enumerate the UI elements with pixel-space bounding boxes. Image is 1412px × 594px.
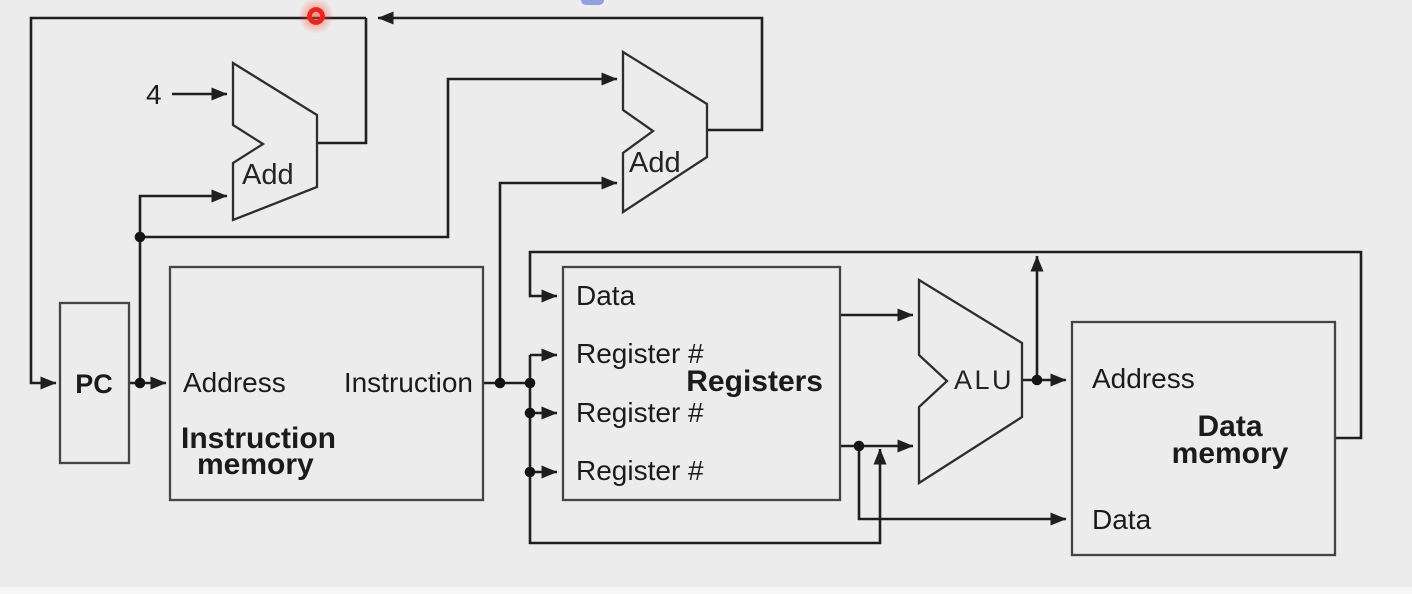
junction-dot	[524, 407, 536, 419]
instruction-memory-title-line2: memory	[197, 448, 314, 481]
registers-data-port-label: Data	[576, 280, 636, 311]
registers-box	[561, 265, 842, 502]
wire-store-data-to-data-memory	[857, 446, 1067, 526]
registers-register-port-label-2: Register #	[576, 397, 704, 428]
pc-label: PC	[75, 369, 113, 399]
laser-pointer-ring	[307, 7, 325, 25]
cursor-artifact	[581, 0, 604, 5]
wire-instruction-to-add2	[498, 176, 618, 383]
adder-pc-plus4-label: Add	[242, 159, 294, 191]
registers-register-port-label-1: Register #	[576, 338, 704, 369]
junction-dot	[524, 466, 536, 478]
wire-immediate-to-alu	[528, 355, 887, 545]
registers-register-port-label-3: Register #	[576, 455, 704, 486]
constant-four-label: 4	[146, 79, 162, 110]
data-memory-address-port-label: Address	[1092, 363, 1195, 394]
alu-label: ALU	[954, 365, 1014, 395]
wire-pc-to-add2	[140, 72, 618, 239]
data-memory-title-line1: Data	[1197, 410, 1262, 443]
instruction-memory-title-line1: Instruction	[181, 422, 336, 455]
data-memory-title-line2: memory	[1172, 437, 1289, 470]
wire-branch-target-feedback	[377, 11, 764, 132]
data-memory-box	[1070, 320, 1337, 557]
junction-dot	[1031, 374, 1043, 386]
instruction-memory-instruction-port-label: Instruction	[344, 367, 473, 398]
adder-branch-shape	[621, 49, 709, 215]
junction-dot	[853, 440, 865, 452]
wire-next-pc-into-pc	[29, 16, 366, 390]
alu-shape	[917, 277, 1024, 486]
junction-dots	[134, 231, 1043, 478]
junction-dot	[134, 377, 146, 389]
registers-title: Registers	[686, 365, 823, 398]
laser-pointer-glow	[298, 0, 334, 34]
instruction-memory-address-port-label: Address	[183, 367, 286, 398]
wire-pc-to-add1	[138, 189, 228, 383]
laser-pointer-dot	[298, 0, 334, 34]
junction-dot	[134, 231, 146, 243]
wire-pc-plus4-output	[317, 18, 368, 145]
adder-branch-label: Add	[629, 147, 681, 179]
video-edge-strip	[0, 587, 1412, 594]
junction-dot	[494, 377, 506, 389]
adder-pc-plus4-shape	[231, 60, 319, 222]
pc-box	[58, 301, 131, 465]
junction-dot	[524, 377, 536, 389]
wire-writeback-to-register-data	[528, 250, 1363, 440]
instruction-memory-box	[168, 265, 485, 502]
data-memory-data-port-label: Data	[1092, 504, 1152, 535]
